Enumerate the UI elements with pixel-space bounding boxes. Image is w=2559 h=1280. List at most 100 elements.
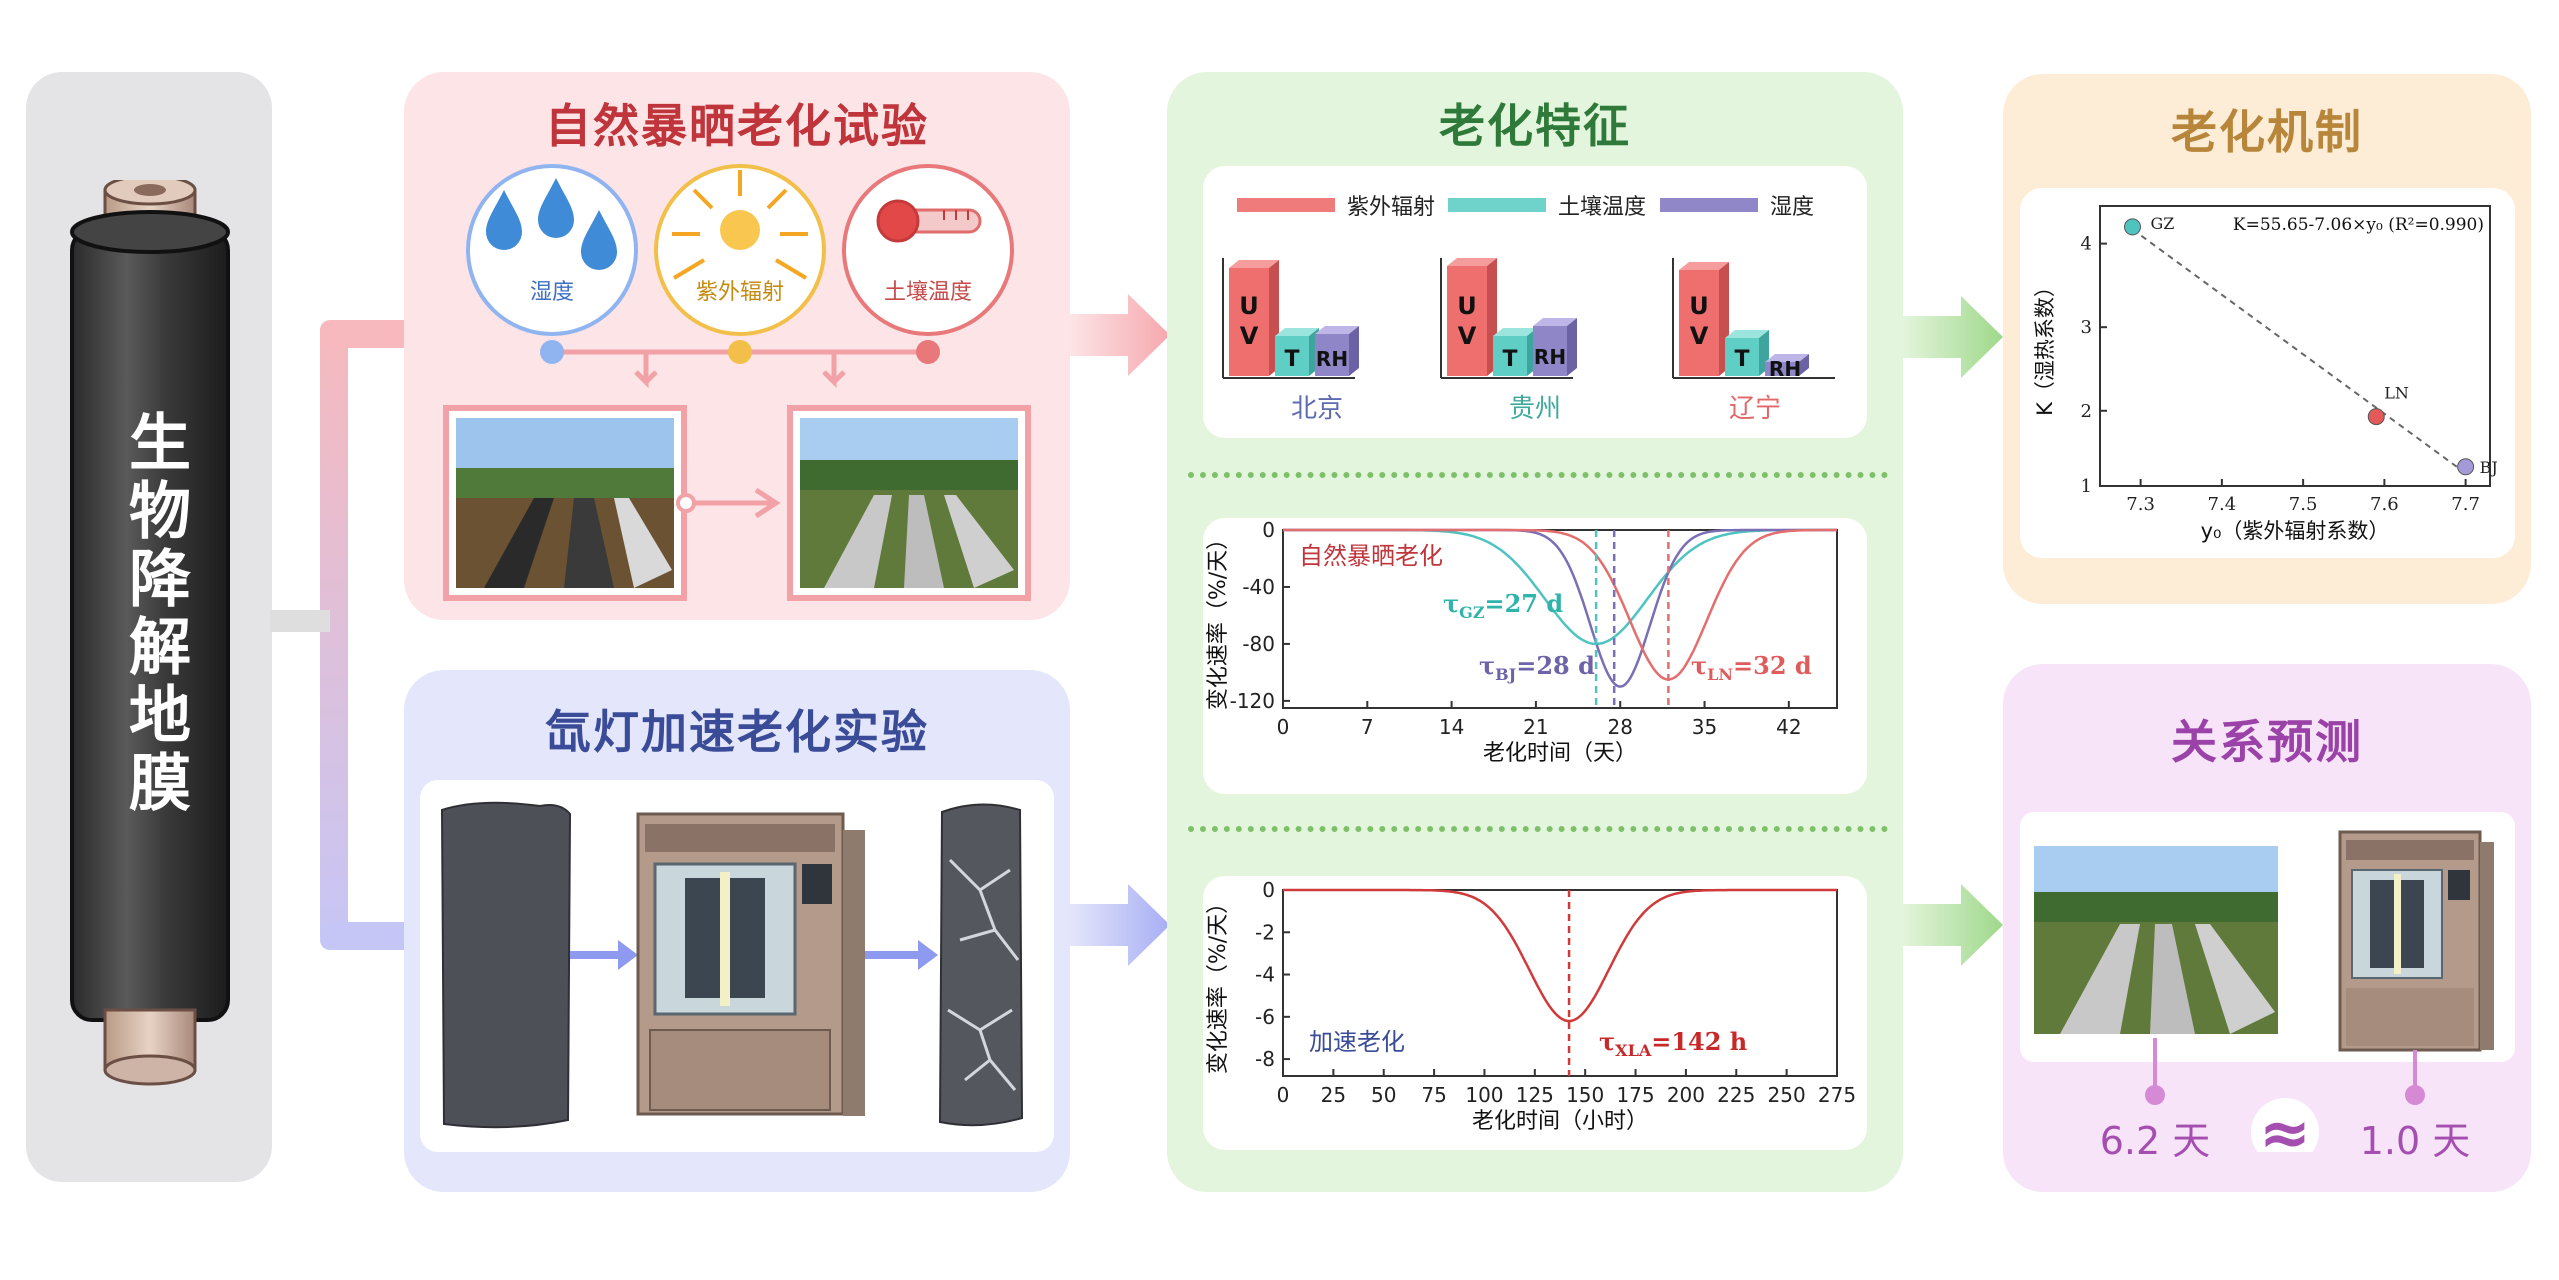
xenon-graphic [440,801,1024,1129]
arrow-xenon-to-features [1070,884,1170,966]
svg-text:V: V [1690,322,1709,350]
x-tick-label: 7.6 [2370,494,2399,515]
film-connectors [270,320,420,950]
prediction-accelerated-days: 1.0 天 [2359,1119,2471,1163]
film-sample-after [938,803,1024,1127]
x-tick-label: 7 [1361,715,1374,739]
plot-frame [1282,889,1838,1077]
accelerated-rate-card [1203,876,1867,1150]
point-label-ln: LN [2384,384,2409,403]
x-tick-label: 21 [1523,715,1548,739]
x-tick-label: 28 [1607,715,1632,739]
x-tick-label: 100 [1465,1083,1503,1107]
water-drop-icon [486,178,617,270]
x-tick-label: 125 [1516,1083,1554,1107]
x-tick-label: 35 [1692,715,1717,739]
y-tick-label: 0 [1262,518,1275,542]
legend-soil-temp-swatch [1448,198,1546,212]
x-tick-label: 275 [1818,1083,1856,1107]
x-tick-label: 200 [1667,1083,1705,1107]
prediction-natural-days: 6.2 天 [2099,1119,2211,1163]
film-roll-graphic [70,180,230,1086]
svg-text:T: T [1284,347,1299,372]
prediction-title: 关系预测 [2171,715,2363,769]
natural-exposure-title: 自然暴晒老化试验 [545,99,929,153]
x-tick-label: 7.7 [2451,494,2480,515]
svg-text:RH: RH [1769,357,1801,381]
film-title: 生物降解地膜 [118,410,191,818]
factor-soil-temp-label: 土壤温度 [883,280,972,305]
x-tick-label: 0 [1277,1083,1290,1107]
arrow-features-to-prediction [1903,884,2003,966]
svg-text:U: U [1689,292,1709,320]
plot-frame [1282,529,1838,709]
x-tick-label: 225 [1717,1083,1755,1107]
y-axis-label: K（湿热系数） [2033,276,2057,416]
legend-uv: 紫外辐射 [1237,190,1435,220]
site-label-beijing: 北京 [1290,394,1343,424]
x-tick-label: 14 [1439,715,1464,739]
x-tick-label: 75 [1421,1083,1446,1107]
y-tick-label: -6 [1255,1005,1275,1029]
y-tick-label: 3 [2081,317,2092,338]
point-gz [2124,218,2141,236]
point-label-bj: BJ [2480,458,2498,477]
arrow-features-to-mechanism [1903,296,2003,378]
point-label-gz: GZ [2151,214,2175,233]
natural-factors-graphic [443,164,1031,601]
separator-top [1188,472,1888,478]
svg-text:T: T [1734,347,1749,372]
y-tick-label: 2 [2081,401,2092,422]
x-tick-label: 50 [1371,1083,1396,1107]
x-tick-label: 250 [1768,1083,1806,1107]
svg-text:V: V [1458,322,1477,350]
prediction-graphic [2030,830,2494,1152]
legend-soil-temp-label: 土壤温度 [1558,195,1647,220]
field-photo-after [800,418,1018,588]
y-tick-label: -80 [1242,632,1275,656]
field-photo-before [456,418,674,588]
y-tick-label: -8 [1255,1047,1275,1071]
y-tick-label: -4 [1255,963,1275,987]
y-tick-label: 1 [2081,476,2092,497]
y-axis-label: 变化速率（%/天） [1206,528,1231,710]
site-label-guizhou: 贵州 [1508,394,1561,424]
mechanism-card [2020,188,2515,558]
legend-uv-label: 紫外辐射 [1347,195,1436,220]
legend-humidity: 湿度 [1660,190,1814,220]
prediction-field-photo [2030,842,2282,1038]
arrow-natural-to-features [1070,294,1170,376]
svg-text:U: U [1457,292,1477,320]
x-tick-label: 25 [1321,1083,1346,1107]
film-sample-before [440,801,572,1129]
natural-rate-card [1203,518,1867,794]
chart-annotation: 自然暴晒老化 [1299,542,1443,570]
x-tick-label: 7.5 [2289,494,2318,515]
series-line-xla [1283,888,1837,1023]
x-axis-label: 老化时间（天） [1483,741,1637,766]
x-tick-label: 175 [1616,1083,1654,1107]
fit-line [2131,228,2467,475]
feature-bars-graphic: UV T RH UV T RH UV T RH [1222,258,1835,381]
legend-uv-swatch [1237,198,1335,212]
tau-label-xla: τXLA=142 h [1599,1027,1747,1060]
x-tick-label: 7.4 [2208,494,2237,515]
factor-uv-label: 紫外辐射 [695,280,784,305]
factor-humidity-label: 湿度 [529,280,574,305]
fit-equation: K=55.65-7.06×y₀ (R²=0.990) [2233,215,2484,235]
chart-annotation: 加速老化 [1309,1028,1405,1056]
y-tick-label: 4 [2081,234,2092,255]
svg-text:V: V [1240,322,1259,350]
point-ln [2367,408,2385,426]
svg-text:T: T [1502,347,1517,372]
features-title: 老化特征 [1439,99,1631,153]
tau-label-gz: τGZ=27 d [1443,589,1563,622]
x-axis-label: 老化时间（小时） [1472,1109,1648,1134]
series-line-ln [1283,528,1837,681]
prediction-chamber-icon [2338,830,2494,1052]
legend-humidity-swatch [1660,198,1758,212]
tau-label-bj: τBJ=28 d [1479,651,1595,684]
